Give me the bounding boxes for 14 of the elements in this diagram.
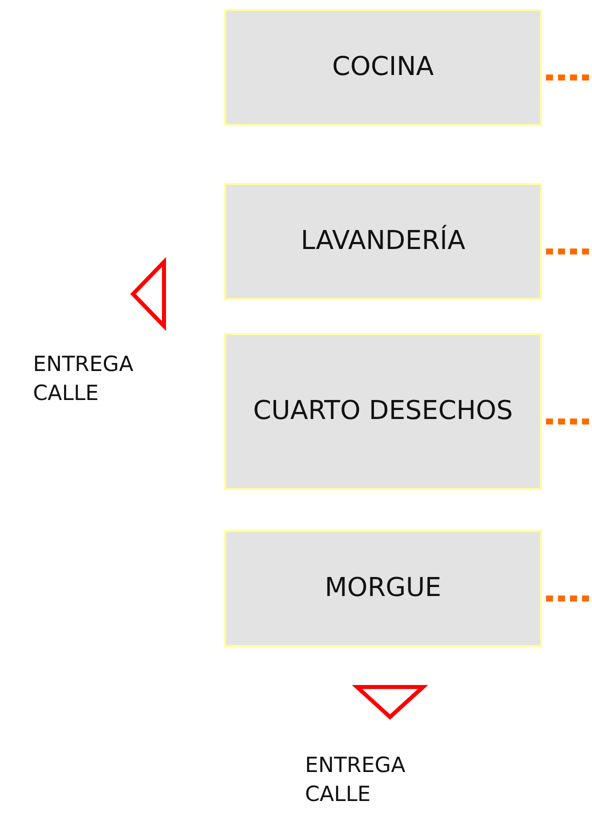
- dotted-connector: [546, 418, 589, 424]
- process-box: [224, 183, 542, 300]
- process-box: [224, 530, 542, 647]
- process-box: [224, 9, 542, 126]
- box-label: COCINA: [332, 51, 434, 84]
- box-label: LAVANDERÍA: [300, 224, 466, 258]
- box-label: MORGUE: [324, 572, 442, 606]
- dotted-connector: [546, 596, 589, 602]
- process-box: [224, 333, 542, 490]
- box-label: CUARTO DESECHOS: [253, 395, 513, 428]
- text-label: ENTREGA CALLE: [305, 752, 406, 808]
- dotted-connector: [546, 248, 589, 254]
- text-label: ENTREGA CALLE: [33, 351, 134, 408]
- dotted-connector: [546, 74, 589, 80]
